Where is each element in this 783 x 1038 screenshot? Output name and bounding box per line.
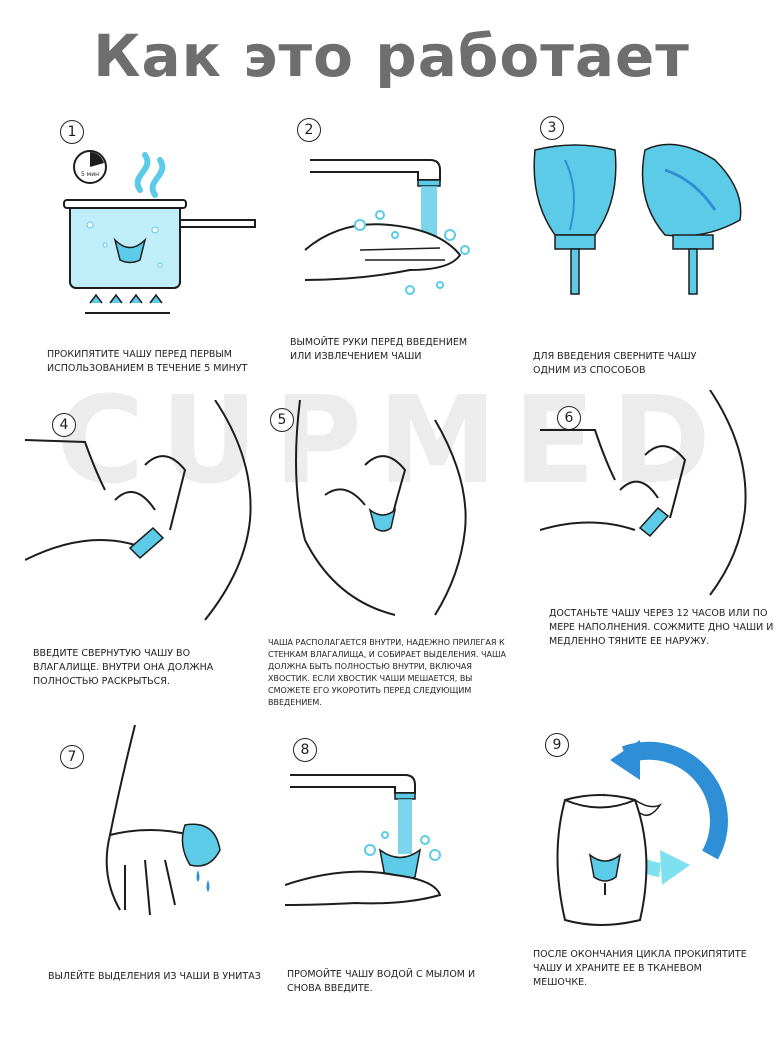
faucet-icon [310,159,441,181]
step-5-positioned-cup-illustration [295,400,475,620]
step-2-caption: ВЫМОЙТЕ РУКИ ПЕРЕД ВВЕДЕНИЕМ ИЛИ ИЗВЛЕЧЕ… [290,337,468,362]
hand-outline [25,539,136,561]
step-2-number: 2 [297,118,321,142]
hand-outline [105,725,136,911]
hand-outline [540,521,636,531]
faucet-icon [290,774,416,794]
step-1-number: 1 [60,120,84,144]
cup-icon [181,823,221,867]
cup-icon [368,508,397,532]
watermark: CUPMED [56,372,727,511]
step-3-caption: ДЛЯ ВВЕДЕНИЯ СВЕРНИТЕ ЧАШУ ОДНИМ ИЗ СПОС… [533,351,697,376]
water-stream [421,186,437,246]
uterus-outline [144,455,187,531]
step-7-caption: ВЫЛЕЙТЕ ВЫДЕЛЕНИЯ ИЗ ЧАШИ В УНИТАЗ [48,971,261,982]
step-6-removal-illustration [540,390,755,600]
step-8-caption: ПРОМОЙТЕ ЧАШУ ВОДОЙ С МЫЛОМ И СНОВА ВВЕД… [287,969,476,994]
step-2-hand-washing-illustration [300,140,500,310]
water-stream [398,799,412,854]
cup-icon [128,526,165,560]
cup-icon [638,506,670,538]
step-3-folded-cups-illustration [525,140,755,300]
step-8-rinsing-illustration [285,755,465,930]
cup-icon [588,853,622,882]
steam-icon [134,152,166,198]
step-5-number: 5 [270,408,294,432]
page-title: Как это работает [93,22,690,90]
hand-outline [285,870,442,906]
step-8-number: 8 [293,738,317,762]
step-1-boiling-pot-illustration: 5 мин [60,145,260,320]
cycle-arrow-icon [621,741,728,860]
folded-cup-icon [533,144,617,236]
drops-icon [196,870,210,892]
step-5-caption: ЧАША РАСПОЛАГАЕТСЯ ВНУТРИ, НАДЕЖНО ПРИЛЕ… [268,638,506,707]
step-4-caption: ВВЕДИТЕ СВЕРНУТУЮ ЧАШУ ВО ВЛАГАЛИЩЕ. ВНУ… [33,648,214,687]
step-7-number: 7 [60,745,84,769]
step-1-caption: ПРОКИПЯТИТЕ ЧАШУ ПЕРЕД ПЕРВЫМ ИСПОЛЬЗОВА… [47,349,248,374]
step-4-number: 4 [52,413,76,437]
step-9-storage-illustration [550,735,750,935]
pot [69,202,181,289]
cup-icon [113,237,147,264]
step-4-insertion-illustration [25,400,260,625]
step-9-number: 9 [545,733,569,757]
step-7-emptying-illustration [90,725,240,925]
step-3-number: 3 [540,116,564,140]
timer-label: 5 мин [81,171,99,178]
step-6-caption: ДОСТАНЬТЕ ЧАШУ ЧЕРЕЗ 12 ЧАСОВ ИЛИ ПО МЕР… [549,608,774,647]
uterus-outline [644,445,687,519]
step-9-caption: ПОСЛЕ ОКОНЧАНИЯ ЦИКЛА ПРОКИПЯТИТЕ ЧАШУ И… [533,949,747,988]
flame-icon [89,293,163,304]
step-6-number: 6 [557,406,581,430]
punch-down-cup-icon [641,143,742,237]
